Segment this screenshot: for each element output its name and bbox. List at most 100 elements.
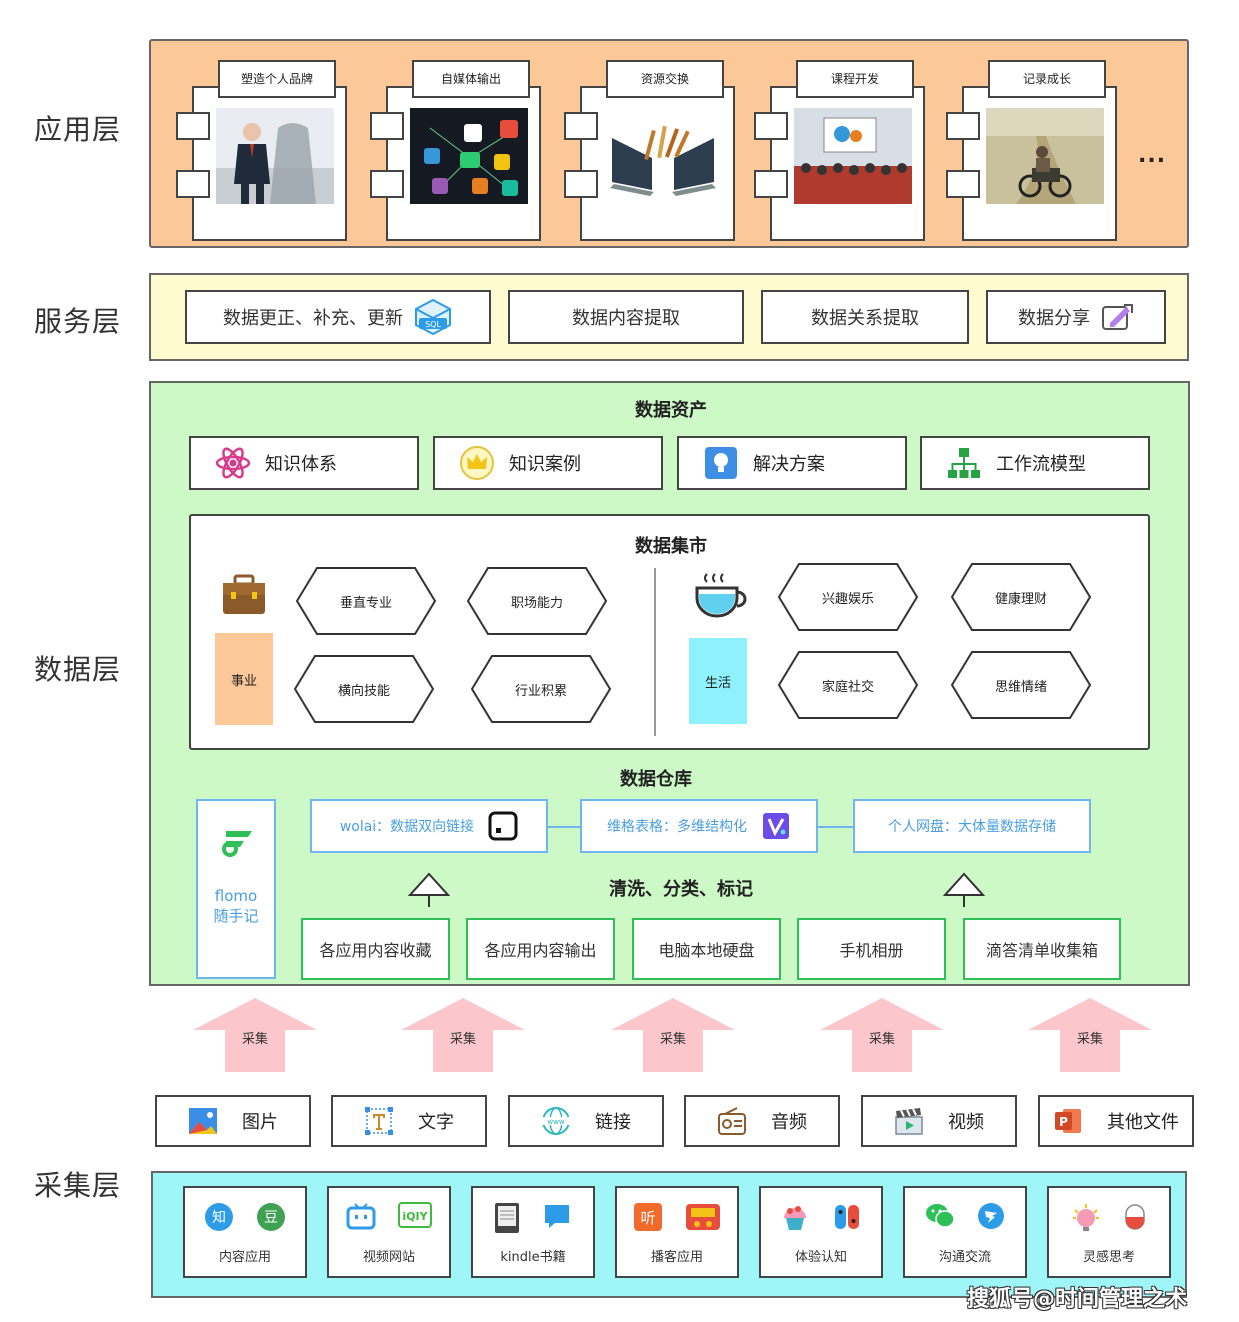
source-video-sites: iQIY 视频网站 bbox=[327, 1186, 451, 1278]
asset-knowledge-case: 知识案例 bbox=[433, 436, 663, 490]
connector-line bbox=[817, 826, 855, 828]
org-chart-icon bbox=[948, 448, 980, 478]
module-title: 自媒体输出 bbox=[412, 60, 530, 98]
ting-app-icon: 听 bbox=[634, 1203, 662, 1231]
career-tag: 事业 bbox=[215, 633, 273, 725]
module-record-growth: 记录成长 bbox=[946, 60, 1117, 241]
asset-solution: 解决方案 bbox=[677, 436, 907, 490]
warehouse-vika: 维格表格：多维结构化 bbox=[580, 799, 818, 853]
source-app-outputs: 各应用内容输出 bbox=[466, 918, 615, 980]
data-layer: 数据资产 知识体系 知识案例 解决方案 工作流模 bbox=[149, 381, 1190, 986]
service-label: 数据内容提取 bbox=[572, 308, 680, 329]
source-ticktick-inbox: 滴答清单收集箱 bbox=[963, 918, 1121, 980]
data-mart: 数据集市 事业 垂直专业 职场能力 横向技能 行业积累 bbox=[189, 514, 1150, 750]
asset-label: 知识体系 bbox=[265, 454, 337, 475]
atom-icon bbox=[215, 447, 251, 479]
source-content-apps: 知 豆 内容应用 bbox=[183, 1186, 307, 1278]
source-experience-cognition: 体验认知 bbox=[759, 1186, 883, 1278]
service-label: 数据关系提取 bbox=[811, 308, 919, 329]
asset-label: 知识案例 bbox=[509, 454, 581, 475]
service-content-extract: 数据内容提取 bbox=[508, 290, 744, 344]
flomo-box: flomo 随手记 bbox=[196, 799, 276, 979]
crown-icon bbox=[460, 446, 494, 480]
wolai-icon bbox=[488, 811, 518, 841]
warehouse-title: 数据仓库 bbox=[620, 769, 692, 790]
module-title: 资源交换 bbox=[606, 60, 724, 98]
warehouse-label: 维格表格：多维结构化 bbox=[607, 819, 747, 835]
mart-item-workplace-ability: 职场能力 bbox=[466, 566, 608, 636]
svg-text:豆: 豆 bbox=[264, 1210, 278, 1226]
briefcase-icon bbox=[223, 574, 265, 614]
mart-item-thinking-emotion: 思维情绪 bbox=[950, 650, 1092, 720]
laptops-exchange-image bbox=[604, 108, 722, 204]
collect-arrow: 采集 bbox=[401, 998, 525, 1072]
flomo-brand: flomo bbox=[214, 887, 258, 905]
classroom-image bbox=[794, 108, 912, 204]
chat-bubble-icon bbox=[545, 1205, 569, 1228]
mart-divider bbox=[654, 568, 656, 736]
warehouse-cloud-drive: 个人网盘：大体量数据存储 bbox=[853, 799, 1091, 853]
label-data-layer: 数据层 bbox=[34, 653, 122, 686]
radio-icon bbox=[718, 1107, 746, 1135]
module-course-development: 课程开发 bbox=[754, 60, 925, 241]
game-controller-icon bbox=[835, 1205, 859, 1229]
lightbulb-icon bbox=[705, 447, 737, 479]
module-title: 塑造个人品牌 bbox=[218, 60, 336, 98]
asset-label: 解决方案 bbox=[753, 454, 825, 475]
source-podcast-apps: 听 播客应用 bbox=[615, 1186, 739, 1278]
source-kindle-books: kindle书籍 bbox=[471, 1186, 595, 1278]
powerpoint-icon: P bbox=[1055, 1109, 1081, 1133]
connector-line bbox=[547, 826, 581, 828]
source-label: kindle书籍 bbox=[500, 1250, 566, 1265]
source-label: 沟通交流 bbox=[938, 1250, 991, 1265]
source-communication: 沟通交流 bbox=[903, 1186, 1027, 1278]
collection-layer: 知 豆 内容应用 iQIY 视频网站 bbox=[151, 1171, 1187, 1298]
mart-item-family-social: 家庭社交 bbox=[777, 650, 919, 720]
source-inspiration-thinking: 灵感思考 bbox=[1047, 1186, 1171, 1278]
zhihu-icon: 知 bbox=[205, 1203, 233, 1231]
label-collection-layer: 采集层 bbox=[34, 1169, 122, 1202]
media-link: www 链接 bbox=[508, 1095, 664, 1147]
service-label: 数据更正、补充、更新 bbox=[223, 308, 403, 329]
bilibili-icon bbox=[346, 1203, 376, 1230]
mart-item-industry-accumulation: 行业积累 bbox=[470, 654, 612, 724]
source-label: 内容应用 bbox=[218, 1250, 271, 1265]
svg-text:P: P bbox=[1059, 1115, 1068, 1129]
media-image: 图片 bbox=[155, 1095, 311, 1147]
social-media-image bbox=[410, 108, 528, 204]
vika-icon bbox=[763, 813, 789, 839]
share-edit-icon bbox=[1102, 304, 1133, 330]
warehouse-wolai: wolai：数据双向链接 bbox=[310, 799, 548, 853]
svg-text:知: 知 bbox=[212, 1209, 226, 1226]
watermark: 搜狐号@时间管理之术 bbox=[967, 1287, 1188, 1312]
service-data-update: 数据更正、补充、更新 SQL bbox=[185, 290, 491, 344]
cupcake-icon bbox=[784, 1206, 806, 1230]
mart-item-interest-entertainment: 兴趣娱乐 bbox=[777, 562, 919, 632]
collect-arrow: 采集 bbox=[820, 998, 944, 1072]
media-label: 音频 bbox=[771, 1112, 807, 1133]
aggregate-arrow bbox=[407, 872, 451, 907]
label-application-layer: 应用层 bbox=[34, 113, 122, 146]
kindle-device-icon bbox=[495, 1203, 519, 1233]
warehouse-label: 个人网盘：大体量数据存储 bbox=[888, 819, 1056, 835]
media-other-files: P 其他文件 bbox=[1038, 1095, 1194, 1147]
capsule-icon bbox=[1125, 1204, 1145, 1230]
module-self-media: 自媒体输出 bbox=[370, 60, 541, 241]
media-label: 视频 bbox=[948, 1112, 984, 1133]
motorcycle-road-image bbox=[986, 108, 1104, 204]
aggregate-arrow bbox=[942, 872, 986, 907]
service-relation-extract: 数据关系提取 bbox=[761, 290, 969, 344]
media-text: 文字 bbox=[331, 1095, 487, 1147]
warehouse-label: wolai：数据双向链接 bbox=[339, 819, 475, 835]
module-title: 课程开发 bbox=[796, 60, 914, 98]
wechat-icon bbox=[926, 1204, 955, 1228]
clapperboard-icon bbox=[895, 1108, 923, 1135]
collect-arrow: 采集 bbox=[193, 998, 317, 1072]
text-tool-icon bbox=[365, 1107, 393, 1135]
assets-title: 数据资产 bbox=[635, 400, 707, 421]
media-label: 其他文件 bbox=[1107, 1112, 1179, 1133]
mart-item-health-finance: 健康理财 bbox=[950, 562, 1092, 632]
media-label: 图片 bbox=[242, 1112, 278, 1133]
service-data-share: 数据分享 bbox=[986, 290, 1166, 344]
media-label: 文字 bbox=[418, 1112, 454, 1133]
